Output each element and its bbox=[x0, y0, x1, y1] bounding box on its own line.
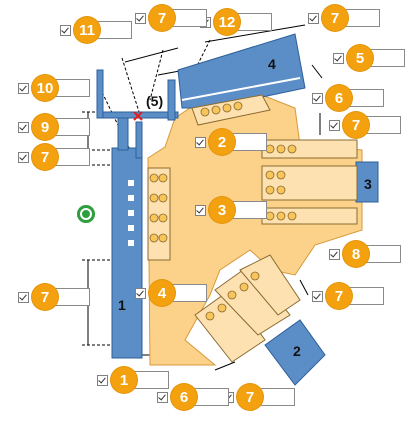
number-badge: 5 bbox=[347, 45, 373, 71]
annotation-7-top[interactable]: 7 bbox=[135, 5, 207, 31]
number-badge: 7 bbox=[149, 5, 175, 31]
number-badge: 6 bbox=[326, 85, 352, 111]
zone-label-2: 2 bbox=[293, 343, 301, 359]
number-badge: 7 bbox=[343, 112, 369, 138]
number-badge: 7 bbox=[322, 5, 348, 31]
checkbox[interactable] bbox=[329, 248, 340, 260]
left-column-blocks bbox=[128, 180, 134, 246]
annotation-1[interactable]: 1 bbox=[97, 367, 169, 393]
annotation-7-left-lower[interactable]: 7 bbox=[18, 284, 90, 310]
number-badge: 10 bbox=[32, 75, 58, 101]
number-badge: 6 bbox=[171, 384, 197, 410]
checkbox[interactable] bbox=[135, 287, 146, 299]
reference-marker bbox=[133, 111, 143, 121]
number-badge: 2 bbox=[209, 129, 235, 155]
annotation-8[interactable]: 8 bbox=[329, 241, 401, 267]
annotation-2[interactable]: 2 bbox=[195, 129, 267, 155]
checkbox[interactable] bbox=[60, 24, 71, 36]
zone-label-5: (5) bbox=[146, 93, 164, 109]
number-badge: 1 bbox=[111, 367, 137, 393]
checkbox[interactable] bbox=[135, 12, 146, 24]
annotation-7-right[interactable]: 7 bbox=[329, 112, 401, 138]
checkbox[interactable] bbox=[329, 119, 340, 131]
number-badge: 11 bbox=[74, 17, 100, 43]
number-badge: 3 bbox=[209, 197, 235, 223]
checkbox[interactable] bbox=[18, 291, 29, 303]
number-badge: 7 bbox=[32, 284, 58, 310]
annotation-7-left[interactable]: 7 bbox=[18, 144, 90, 170]
number-badge: 7 bbox=[237, 384, 263, 410]
steel-frame-left bbox=[96, 69, 179, 359]
checkbox[interactable] bbox=[18, 121, 29, 133]
annotation-4[interactable]: 4 bbox=[135, 280, 207, 306]
checkbox[interactable] bbox=[195, 204, 206, 216]
steel-frame-bottom bbox=[264, 319, 326, 386]
checkbox[interactable] bbox=[18, 82, 29, 94]
annotation-9[interactable]: 9 bbox=[18, 114, 90, 140]
checkbox[interactable] bbox=[18, 151, 29, 163]
zone-label-1: 1 bbox=[118, 297, 126, 313]
equipment-units bbox=[149, 101, 297, 321]
checkbox[interactable] bbox=[312, 92, 323, 104]
checkbox[interactable] bbox=[312, 290, 323, 302]
annotation-10[interactable]: 10 bbox=[18, 75, 90, 101]
annotation-7-bottom[interactable]: 7 bbox=[223, 384, 295, 410]
number-badge: 7 bbox=[32, 144, 58, 170]
target-icon[interactable] bbox=[77, 205, 95, 223]
annotation-12[interactable]: 12 bbox=[200, 9, 272, 35]
zone-label-4: 4 bbox=[268, 56, 276, 72]
number-badge: 9 bbox=[32, 114, 58, 140]
checkbox[interactable] bbox=[157, 391, 168, 403]
annotation-7-top-right[interactable]: 7 bbox=[308, 5, 380, 31]
annotation-6-right[interactable]: 6 bbox=[312, 85, 384, 111]
annotation-11[interactable]: 11 bbox=[60, 17, 132, 43]
number-badge: 7 bbox=[326, 283, 352, 309]
number-badge: 8 bbox=[343, 241, 369, 267]
checkbox[interactable] bbox=[195, 136, 206, 148]
checkbox[interactable] bbox=[333, 52, 344, 64]
annotation-7-right-lower[interactable]: 7 bbox=[312, 283, 384, 309]
zone-label-3: 3 bbox=[364, 176, 372, 192]
annotation-6-bottom[interactable]: 6 bbox=[157, 384, 229, 410]
number-badge: 4 bbox=[149, 280, 175, 306]
annotation-3[interactable]: 3 bbox=[195, 197, 267, 223]
checkbox[interactable] bbox=[308, 12, 319, 24]
equipment-racks bbox=[147, 94, 358, 363]
number-badge: 12 bbox=[214, 9, 240, 35]
annotation-5[interactable]: 5 bbox=[333, 45, 405, 71]
checkbox[interactable] bbox=[97, 374, 108, 386]
